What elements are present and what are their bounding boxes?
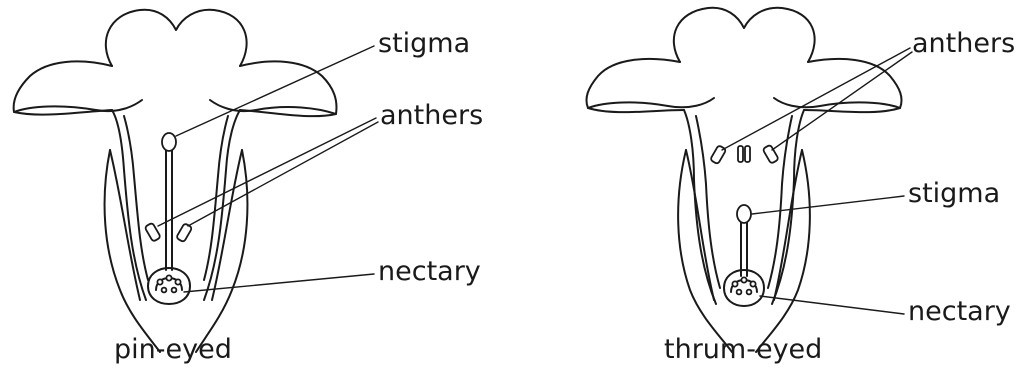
thrum-leader-lines <box>722 48 912 314</box>
pin-top-petal <box>106 10 247 66</box>
thrum-right-petal-rim <box>804 108 900 112</box>
pin-eyed-caption: pin-eyed <box>114 336 232 363</box>
pin-leader-lines <box>158 46 378 292</box>
thrum-stigma-label: stigma <box>908 180 1000 207</box>
thrum-left-petal-rim <box>588 108 684 112</box>
pin-stigma-label: stigma <box>378 30 470 57</box>
pin-eyed-flower <box>14 10 337 352</box>
pin-stigma <box>162 133 176 151</box>
thrum-anthers <box>710 145 779 165</box>
thrum-right-petal <box>774 59 902 108</box>
pin-right-petal <box>210 61 336 114</box>
thrum-tube-left-inner <box>696 116 720 288</box>
pin-style <box>166 146 172 270</box>
pin-ovary-nectary <box>148 268 190 304</box>
thrum-anthers-label: anthers <box>912 30 1015 57</box>
thrum-left-petal <box>586 59 714 108</box>
pin-nectary-label: nectary <box>378 258 481 285</box>
thrum-top-petal <box>674 8 815 62</box>
pin-anthers-label: anthers <box>380 102 483 129</box>
pin-anthers <box>145 223 193 243</box>
thrum-nectary-label: nectary <box>908 298 1011 325</box>
pin-left-petal <box>14 61 142 112</box>
pin-tube-left-inner <box>124 116 148 280</box>
thrum-tube-right-inner <box>768 116 792 288</box>
thrum-ovary-nectary <box>724 270 764 306</box>
pin-left-petal-rim <box>14 110 112 115</box>
thrum-stigma <box>737 205 751 223</box>
thrum-eyed-flower <box>586 8 901 352</box>
thrum-eyed-caption: thrum-eyed <box>664 336 822 363</box>
thrum-style <box>741 222 747 276</box>
